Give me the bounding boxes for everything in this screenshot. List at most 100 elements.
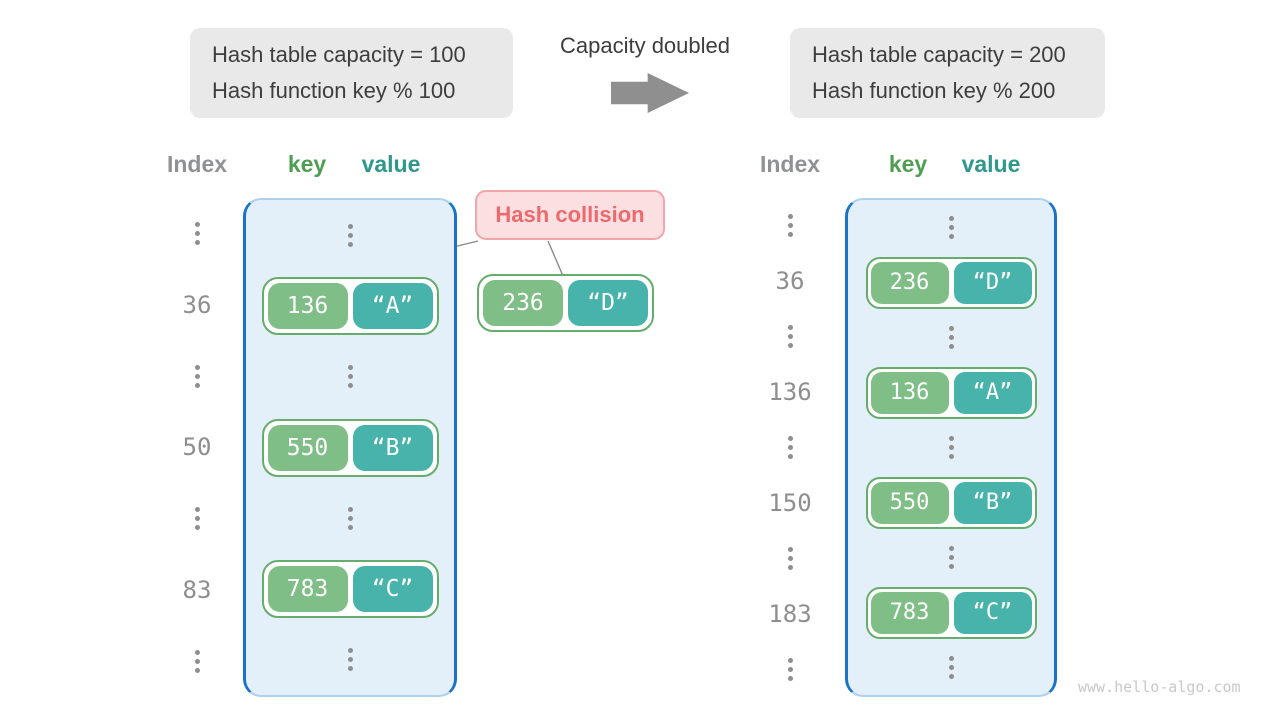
kv-pair: 550“B” — [865, 476, 1037, 529]
table-row — [848, 420, 1054, 475]
table-row — [164, 483, 230, 554]
key-cell: 236 — [870, 261, 949, 304]
ellipsis-dots-icon — [194, 649, 200, 673]
kv-pair: 783“C” — [865, 586, 1037, 639]
table-row: 36 — [164, 269, 230, 340]
ellipsis-dots-icon — [194, 222, 200, 246]
table-row: 550“B” — [246, 412, 454, 483]
table-row — [164, 341, 230, 412]
left-key-header: key — [287, 151, 327, 177]
table-row: 136“A” — [848, 365, 1054, 420]
key-cell: 783 — [870, 591, 949, 634]
index-label: 150 — [768, 488, 812, 517]
capacity-line: Hash table capacity = 200 — [812, 42, 1066, 67]
ellipsis-dots-icon — [347, 223, 353, 247]
value-cell: “C” — [352, 565, 433, 612]
table-row — [246, 200, 454, 271]
table-row — [848, 310, 1054, 365]
index-label: 36 — [182, 290, 212, 319]
left-hash-bucket: 136“A” 550“B” 783“C” — [243, 198, 457, 697]
table-row: 83 — [164, 554, 230, 625]
right-arrow-icon — [611, 73, 689, 113]
right-hash-bucket: 236“D” 136“A” 550“B” 783“C” — [845, 198, 1057, 697]
hash-function-line: Hash function key % 200 — [812, 78, 1056, 103]
table-row — [164, 198, 230, 269]
kv-pair: 236“D” — [865, 256, 1037, 309]
table-row — [246, 483, 454, 554]
index-label: 50 — [182, 433, 212, 462]
right-index-column: 36 136 150 183 — [757, 198, 823, 697]
kv-pair: 136“A” — [261, 277, 439, 336]
ellipsis-dots-icon — [948, 656, 954, 679]
key-cell: 783 — [267, 565, 348, 612]
ellipsis-dots-icon — [948, 216, 954, 239]
capacity-line: Hash table capacity = 100 — [212, 42, 466, 67]
ellipsis-dots-icon — [194, 507, 200, 531]
table-row — [246, 341, 454, 412]
ellipsis-dots-icon — [194, 364, 200, 388]
hash-collision-label: Hash collision — [495, 202, 645, 227]
table-row: 236“D” — [848, 255, 1054, 310]
kv-pair: 550“B” — [261, 418, 439, 477]
key-cell: 136 — [870, 371, 949, 414]
table-row: 50 — [164, 412, 230, 483]
left-index-header: Index — [166, 151, 228, 177]
table-row — [246, 624, 454, 695]
table-row — [164, 626, 230, 697]
left-index-column: 36 50 83 — [164, 198, 230, 697]
ellipsis-dots-icon — [948, 326, 954, 349]
ellipsis-dots-icon — [787, 657, 793, 681]
capacity-doubled-label: Capacity doubled — [559, 33, 731, 58]
value-cell: “B” — [352, 424, 433, 471]
key-cell: 136 — [267, 283, 348, 330]
collision-line-right — [547, 240, 564, 277]
table-row — [757, 198, 823, 253]
table-row: 183 — [757, 586, 823, 641]
right-index-header: Index — [759, 151, 821, 177]
watermark: www.hello-algo.com — [1078, 678, 1241, 696]
table-row — [848, 640, 1054, 695]
table-row — [757, 642, 823, 697]
value-cell: “A” — [953, 371, 1032, 414]
value-cell: “D” — [953, 261, 1032, 304]
key-cell: 550 — [870, 481, 949, 524]
key-cell: 550 — [267, 424, 348, 471]
ellipsis-dots-icon — [347, 365, 353, 389]
capacity-box-before: Hash table capacity = 100 Hash function … — [190, 28, 513, 118]
right-key-header: key — [888, 151, 928, 177]
ellipsis-dots-icon — [787, 325, 793, 349]
key-cell: 236 — [483, 280, 563, 326]
index-label: 183 — [768, 599, 812, 628]
table-row: 136“A” — [246, 271, 454, 342]
value-cell: “D” — [568, 280, 648, 326]
ellipsis-dots-icon — [787, 546, 793, 570]
ellipsis-dots-icon — [787, 214, 793, 238]
value-cell: “B” — [953, 481, 1032, 524]
table-row — [848, 200, 1054, 255]
hash-collision-badge: Hash collision — [475, 190, 665, 240]
table-row — [757, 420, 823, 475]
table-row: 550“B” — [848, 475, 1054, 530]
table-row — [757, 309, 823, 364]
value-cell: “C” — [953, 591, 1032, 634]
index-label: 36 — [775, 267, 805, 296]
table-row: 783“C” — [246, 554, 454, 625]
ellipsis-dots-icon — [347, 648, 353, 672]
kv-pair: 136“A” — [865, 366, 1037, 419]
table-row — [848, 530, 1054, 585]
table-row: 136 — [757, 364, 823, 419]
capacity-box-after: Hash table capacity = 200 Hash function … — [790, 28, 1105, 118]
left-value-header: value — [361, 151, 421, 177]
ellipsis-dots-icon — [347, 506, 353, 530]
index-label: 136 — [768, 378, 812, 407]
ellipsis-dots-icon — [948, 546, 954, 569]
table-row: 783“C” — [848, 585, 1054, 640]
table-row — [757, 531, 823, 586]
table-row: 36 — [757, 253, 823, 308]
hash-function-line: Hash function key % 100 — [212, 78, 456, 103]
right-value-header: value — [961, 151, 1021, 177]
table-row: 150 — [757, 475, 823, 530]
colliding-kv-pair: 236 “D” — [477, 274, 654, 332]
value-cell: “A” — [352, 283, 433, 330]
ellipsis-dots-icon — [948, 436, 954, 459]
